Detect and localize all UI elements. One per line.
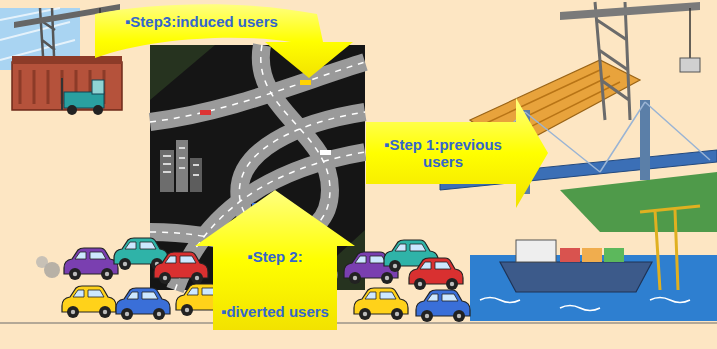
harbour-clipart-part: [480, 298, 690, 311]
traffic-clipart-part: [36, 256, 48, 268]
interchange-picture-part: [320, 150, 331, 155]
harbour-clipart-part: [560, 2, 700, 20]
harbour-clipart-part: [640, 206, 700, 290]
harbour-clipart-part: [604, 248, 624, 262]
traffic-clipart-part: [409, 258, 463, 290]
step-label: ▪Step3:induced users: [125, 13, 278, 30]
interchange-picture-part: [300, 80, 311, 85]
up-arrow: ▪Step 2: ▪diverted users: [195, 190, 355, 330]
interchange-picture-part: [150, 45, 215, 100]
harbour-clipart-part: [689, 8, 691, 60]
harbour-clipart-part: [640, 100, 650, 180]
traffic-clipart-part: [354, 288, 408, 320]
arrow-body: [95, 4, 353, 78]
interchange-picture-part: [163, 148, 199, 175]
harbour-clipart-part: [560, 248, 580, 262]
traffic-clipart-part: [62, 286, 116, 318]
base-rule: [0, 323, 717, 324]
interchange-picture-part: [200, 110, 211, 115]
arrow-shape: [95, 0, 355, 78]
port-clipart-part: [93, 105, 103, 115]
harbour-clipart-part: [560, 172, 717, 232]
right-arrow: ▪Step 1:previous users: [366, 98, 548, 208]
arrow-body: [195, 190, 355, 330]
step-label: ▪Step 1:previous users: [369, 136, 517, 170]
harbour-clipart-part: [516, 240, 556, 262]
harbour-clipart-part: [680, 58, 700, 72]
step-label: ▪diverted users: [221, 303, 329, 320]
traffic-clipart-part: [116, 288, 170, 320]
interchange-picture-part-part: [150, 62, 365, 122]
curved-arrow: ▪Step3:induced users: [95, 0, 355, 78]
traffic-clipart-part: [416, 290, 470, 322]
arrow-body: [366, 98, 548, 208]
traffic-clipart-part: [154, 252, 208, 284]
step-label: ▪Step 2:: [247, 248, 302, 265]
harbour-clipart-part: [470, 255, 717, 321]
harbour-clipart-part: [595, 2, 630, 120]
harbour-clipart-part: [582, 248, 602, 262]
port-clipart-part: [12, 62, 122, 110]
traffic-clipart-part: [64, 248, 118, 280]
port-clipart-part: [67, 105, 77, 115]
port-clipart-part: [12, 56, 122, 64]
port-clipart-part: [92, 80, 104, 94]
port-clipart-part: [61, 78, 63, 110]
harbour-clipart-part: [500, 262, 652, 292]
